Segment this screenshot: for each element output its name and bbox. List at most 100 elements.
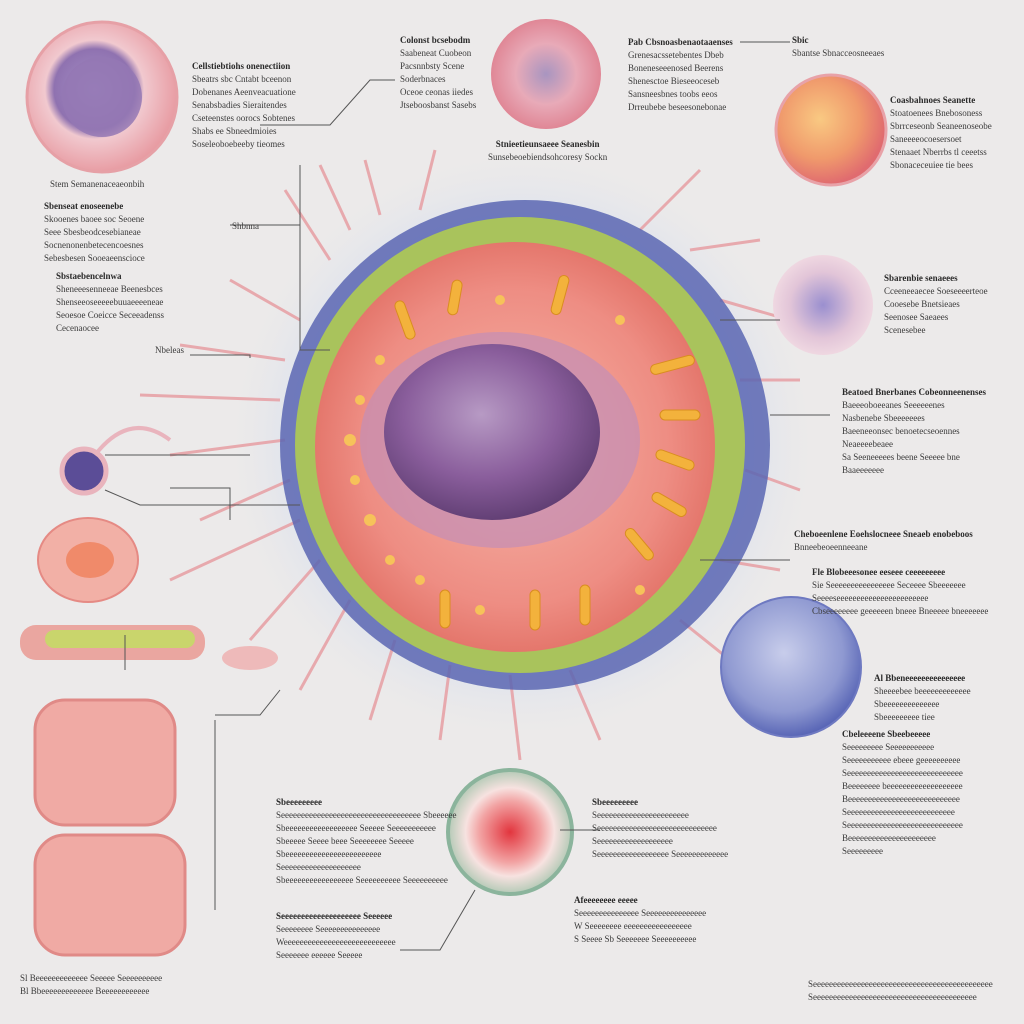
label-line: Bl Bbeeeeeeeeeeeee Beeeeeeeeeeee: [20, 986, 150, 996]
label-top-center: Colonst bcsebodm Saabeneat Cuobeon Pacsn…: [400, 34, 476, 112]
left-cell-oval-core: [66, 542, 114, 578]
small-left-cell: [59, 446, 109, 496]
label-line: Grenesacssetebentes Dbeb: [628, 50, 724, 60]
label-line: Sl Beeeeeeeeeeeee Seeeee Seeeeeeeeee: [20, 973, 163, 983]
label-line: Baeeeoboeeanes Seeeeeenes: [842, 400, 945, 410]
label-bottom-left-2: Seeeeeeeeeeeeeeeeeeee Seeeeee Seeeeeeee …: [276, 910, 396, 962]
label-line: Socnenonenbetecencoesnes: [44, 240, 144, 250]
label-line: Weeeeeeeeeeeeeeeeeeeeeeeeeeee: [276, 937, 396, 947]
leader-lines: [104, 41, 830, 951]
label-title: Al Bbeneeeeeeeeeeeeeee: [874, 673, 966, 683]
label-line: Seeeeeeeeeeeeeeeeeee: [592, 836, 673, 846]
label-line: Beeeeeeeeeeeeeeeeeeeeeeeeeeee: [842, 794, 960, 804]
label-left-2: Sbenseat enoseenebe Skooenes baoee soc S…: [44, 200, 145, 265]
label-line: Sansneesbnes toobs eeos: [628, 89, 718, 99]
label-title: Seeeeeeeeeeeeeeeeeeee Seeeeee: [276, 911, 393, 921]
label-nucleus: Nbeleas: [155, 344, 184, 357]
label-title: Cbeleeeene Sbeebeeeee: [842, 729, 931, 739]
label-line: Shenseeoseeeeebuuaeeeeneae: [56, 297, 164, 307]
label-line: Cecenaocee: [56, 323, 99, 333]
small-left-cell-tail: [93, 426, 172, 457]
cell-bottom-center: [446, 768, 574, 896]
label-line: W Seeeeeeee eeeeeeeeeeeeeeeee: [574, 921, 692, 931]
label-line: Sbeeeeeeeeeeeeeeeee Seeeeeeeeee Seeeeeee…: [276, 875, 448, 885]
label-line: Cseteenstes oorocs Sobtenes: [192, 113, 295, 123]
cell-top-center: [491, 19, 601, 129]
label-line: Seeeeeeeeeeeeeeeeeeeeeeeeeeeeeeeeeeeeeee…: [808, 979, 993, 989]
label-title: Afeeeeeeee eeeee: [574, 895, 638, 905]
label-line: Seeeeeeeeeeeeeee Seeeeeeeeeeeeeee: [574, 908, 707, 918]
label-line: Drreubebe beseesonebonae: [628, 102, 727, 112]
label-line: Sheneeesenneeae Beenesbces: [56, 284, 163, 294]
mitochondria-group: [394, 275, 701, 631]
label-line: Nasbenebe Sbeeeeeees: [842, 413, 925, 423]
label-line: Stem Semanenaceaeonbih: [50, 179, 145, 189]
left-rod-inner: [45, 630, 195, 648]
label-line: Seee Sbesbeodcesebianeae: [44, 227, 141, 237]
label-line: Seeeeeeee Seeeeeeeeeeeeeee: [276, 924, 381, 934]
label-title: Stnieetieunsaeee Seanesbin: [495, 139, 600, 149]
nucleus: [384, 344, 600, 520]
label-right-6: Al Bbeneeeeeeeeeeeeeee Sheeeebee beeeeee…: [874, 672, 971, 724]
label-line: Neaeeeebeaee: [842, 439, 893, 449]
label-line: S Seeee Sb Seeeeeee Seeeeeeeeee: [574, 934, 697, 944]
label-line: Seeeeeeeeeeeeeeeeeeeeeeeeeee: [842, 807, 955, 817]
label-line: Beeeeeeeeeeeeeeeeeeeeee: [842, 833, 936, 843]
label-line: Stenaaet Nberrbs tl ceeetss: [890, 147, 987, 157]
tissue-block-upper: [33, 698, 177, 827]
label-line: Sbeeeeeeeee tiee: [874, 712, 935, 722]
label-line: Pacsnnbsty Scene: [400, 61, 465, 71]
label-line: Scenesebee: [884, 325, 926, 335]
cell-right-lower: [720, 596, 862, 738]
label-line: Sheeeebee beeeeeeeeeeeee: [874, 686, 971, 696]
label-right-4: Cheboeenlene Eoehslocneee Sneaeb enobebo…: [794, 528, 973, 554]
label-line: Sie Seeeeeeeeeeeeeeee Seceeee Sbeeeeeee: [812, 580, 966, 590]
label-line: Dobenanes Aeenveacuatione: [192, 87, 296, 97]
label-line: Sebesbesen Sooeaeenscioce: [44, 253, 145, 263]
label-line: Sbeeeee Seeee beee Seeeeeeee Seeeee: [276, 836, 414, 846]
label-title: Sbenseat enoseenebe: [44, 201, 124, 211]
label-line: Seeeeeeeeeeeeeeeeeeeeeeeeeeeeeeeeeeeeeee…: [808, 992, 977, 1002]
label-line: Cooesebe Bnetsieaes: [884, 299, 960, 309]
label-line: Cbseeeeeeee geeeeeen bneee Bneeeee bneee…: [812, 606, 989, 616]
label-top-cell-caption: Stnieetieunsaeee Seanesbin Sunsebeoebien…: [488, 138, 607, 164]
label-line: Seeeeeee eeeeee Seeeee: [276, 950, 363, 960]
label-far-top-right: Sbic Sbantse Sbnacceosneeaes: [792, 34, 884, 60]
vesicles: [344, 295, 645, 615]
label-line: Saabeneat Cuobeon: [400, 48, 472, 58]
label-line: Baeeneeonsec benoetecseoennes: [842, 426, 960, 436]
label-line: Soderbnaces: [400, 74, 446, 84]
label-line: Sunsebeoebiendsohcoresy Sockn: [488, 152, 608, 162]
label-line: Sbeeeeeeeeeeeeeeeeeeeeeeee: [276, 849, 382, 859]
label-line: Jtseboosbanst Sasebs: [400, 100, 477, 110]
label-line: Seeeeeeeeeeeeeeeeeeee: [276, 862, 361, 872]
label-line: Oceoe ceonas iiedes: [400, 87, 473, 97]
tissue-block-lower: [33, 833, 187, 957]
label-line: Seeeeeeeeeeeeeeeeeeeeeeeeeeeee: [842, 768, 963, 778]
label-line: Seeeeeeeeeeeeeeeeeeeeeeeeeeeeee: [592, 823, 717, 833]
label-line: Cceeneeaecee Soeseeeerteoe: [884, 286, 988, 296]
cell-top-right: [774, 73, 888, 187]
label-line: Seeeeeeeeeeeeeeeeeeeeeeeeeeeeeeeeeee Sbe…: [276, 810, 457, 820]
label-line: Seeeeeeeee Seeeeeeeeeee: [842, 742, 935, 752]
cell-top-left-nucleus: [62, 57, 142, 137]
label-line: Skooenes baoee soc Seoene: [44, 214, 145, 224]
label-title: Sbic: [792, 35, 809, 45]
label-line: Sa Seeneeeees beene Seeeee bne: [842, 452, 960, 462]
cell-right-upper: [773, 255, 873, 355]
label-line: Seeeeeeeeeeeeeeeeeeeeeee: [592, 810, 689, 820]
label-title: Cheboeenlene Eoehslocneee Sneaeb enobebo…: [794, 529, 973, 539]
label-title: Sbstaebencelnwa: [56, 271, 122, 281]
label-title: Pab Cbsnoasbenaotaaenses: [628, 37, 733, 47]
label-title: Fle Blobeeesonee eeseee ceeeeeeeee: [812, 567, 946, 577]
label-title: Cellstiebtiohs onenectiion: [192, 61, 291, 71]
label-line: Seeeeeeeeeee ebeee geeeeeeeeee: [842, 755, 961, 765]
label-right-3: Beatoed Bnerbanes Cobeonneenenses Baeeeo…: [842, 386, 986, 477]
label-line: Senabsbadies Sieraitendes: [192, 100, 287, 110]
label-line: Baaeeeeeee: [842, 465, 884, 475]
label-line: Bnneebeoeenneeane: [794, 542, 868, 552]
label-stroma: Shbnna: [232, 220, 259, 233]
label-line: Saneeeeocoesersoet: [890, 134, 962, 144]
label-title: Sbeeeeeeeee: [592, 797, 638, 807]
